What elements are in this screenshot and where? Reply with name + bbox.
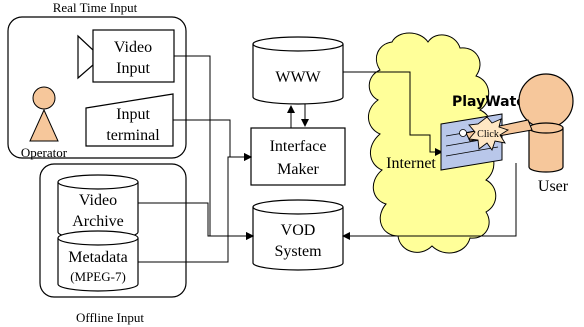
playwatch-label: PlayWatch bbox=[452, 94, 535, 110]
metadata-label-line2: (MPEG-7) bbox=[70, 269, 126, 284]
input-terminal-node: Input terminal bbox=[85, 93, 174, 147]
realtime-input-group bbox=[7, 16, 187, 159]
operator-head-icon bbox=[32, 86, 56, 110]
interface-maker-label-line1: Interface bbox=[270, 138, 327, 155]
user-node: User bbox=[465, 73, 574, 195]
realtime-input-label: Real Time Input bbox=[53, 0, 138, 15]
video-archive-label-line1: Video bbox=[79, 192, 117, 209]
metadata-label-line1: Metadata bbox=[68, 249, 128, 266]
operator-label: Operator bbox=[21, 145, 68, 160]
video-input-label-line2: Input bbox=[116, 60, 150, 77]
input-terminal-label-line2: terminal bbox=[106, 127, 160, 144]
offline-input-label: Offline Input bbox=[76, 310, 144, 325]
operator-node: Operator bbox=[21, 86, 68, 160]
offline-input-group bbox=[39, 163, 187, 298]
www-label: WWW bbox=[275, 69, 321, 86]
internet-cloud: Internet bbox=[368, 32, 497, 254]
operator-body-icon bbox=[29, 108, 59, 142]
interface-maker-label-line2: Maker bbox=[277, 161, 319, 178]
edge-www-to-playwatch bbox=[343, 71, 443, 156]
video-input-node: Video Input bbox=[77, 29, 175, 83]
cursor-icon bbox=[459, 129, 467, 137]
user-label: User bbox=[538, 178, 569, 195]
camera-lens-icon bbox=[77, 34, 94, 80]
input-terminal-shape bbox=[85, 93, 174, 147]
video-archive-label-line2: Archive bbox=[72, 213, 124, 230]
edge-user-to-vod bbox=[342, 163, 517, 240]
vod-system-node: VOD System bbox=[252, 199, 344, 271]
video-input-box bbox=[92, 29, 175, 83]
internet-label: Internet bbox=[386, 155, 436, 172]
edge-archive-to-vod bbox=[138, 202, 254, 240]
video-input-label-line1: Video bbox=[114, 39, 152, 56]
click-burst-icon bbox=[468, 116, 510, 151]
metadata-node: Metadata (MPEG-7) bbox=[57, 230, 139, 292]
user-body-icon bbox=[528, 128, 564, 173]
edge-terminal-to-interface-maker bbox=[173, 119, 252, 161]
www-node: WWW bbox=[252, 36, 344, 105]
interface-maker-node: Interface Maker bbox=[250, 127, 346, 186]
vod-system-label-line1: VOD bbox=[281, 222, 316, 239]
click-label: Click bbox=[477, 129, 499, 140]
connections bbox=[138, 55, 517, 263]
vod-system-label-line2: System bbox=[274, 243, 322, 260]
video-archive-node: Video Archive bbox=[57, 174, 139, 240]
edge-metadata-to-interface-maker bbox=[138, 153, 252, 263]
click-burst: Click bbox=[459, 116, 510, 151]
input-terminal-label-line1: Input bbox=[116, 106, 150, 123]
